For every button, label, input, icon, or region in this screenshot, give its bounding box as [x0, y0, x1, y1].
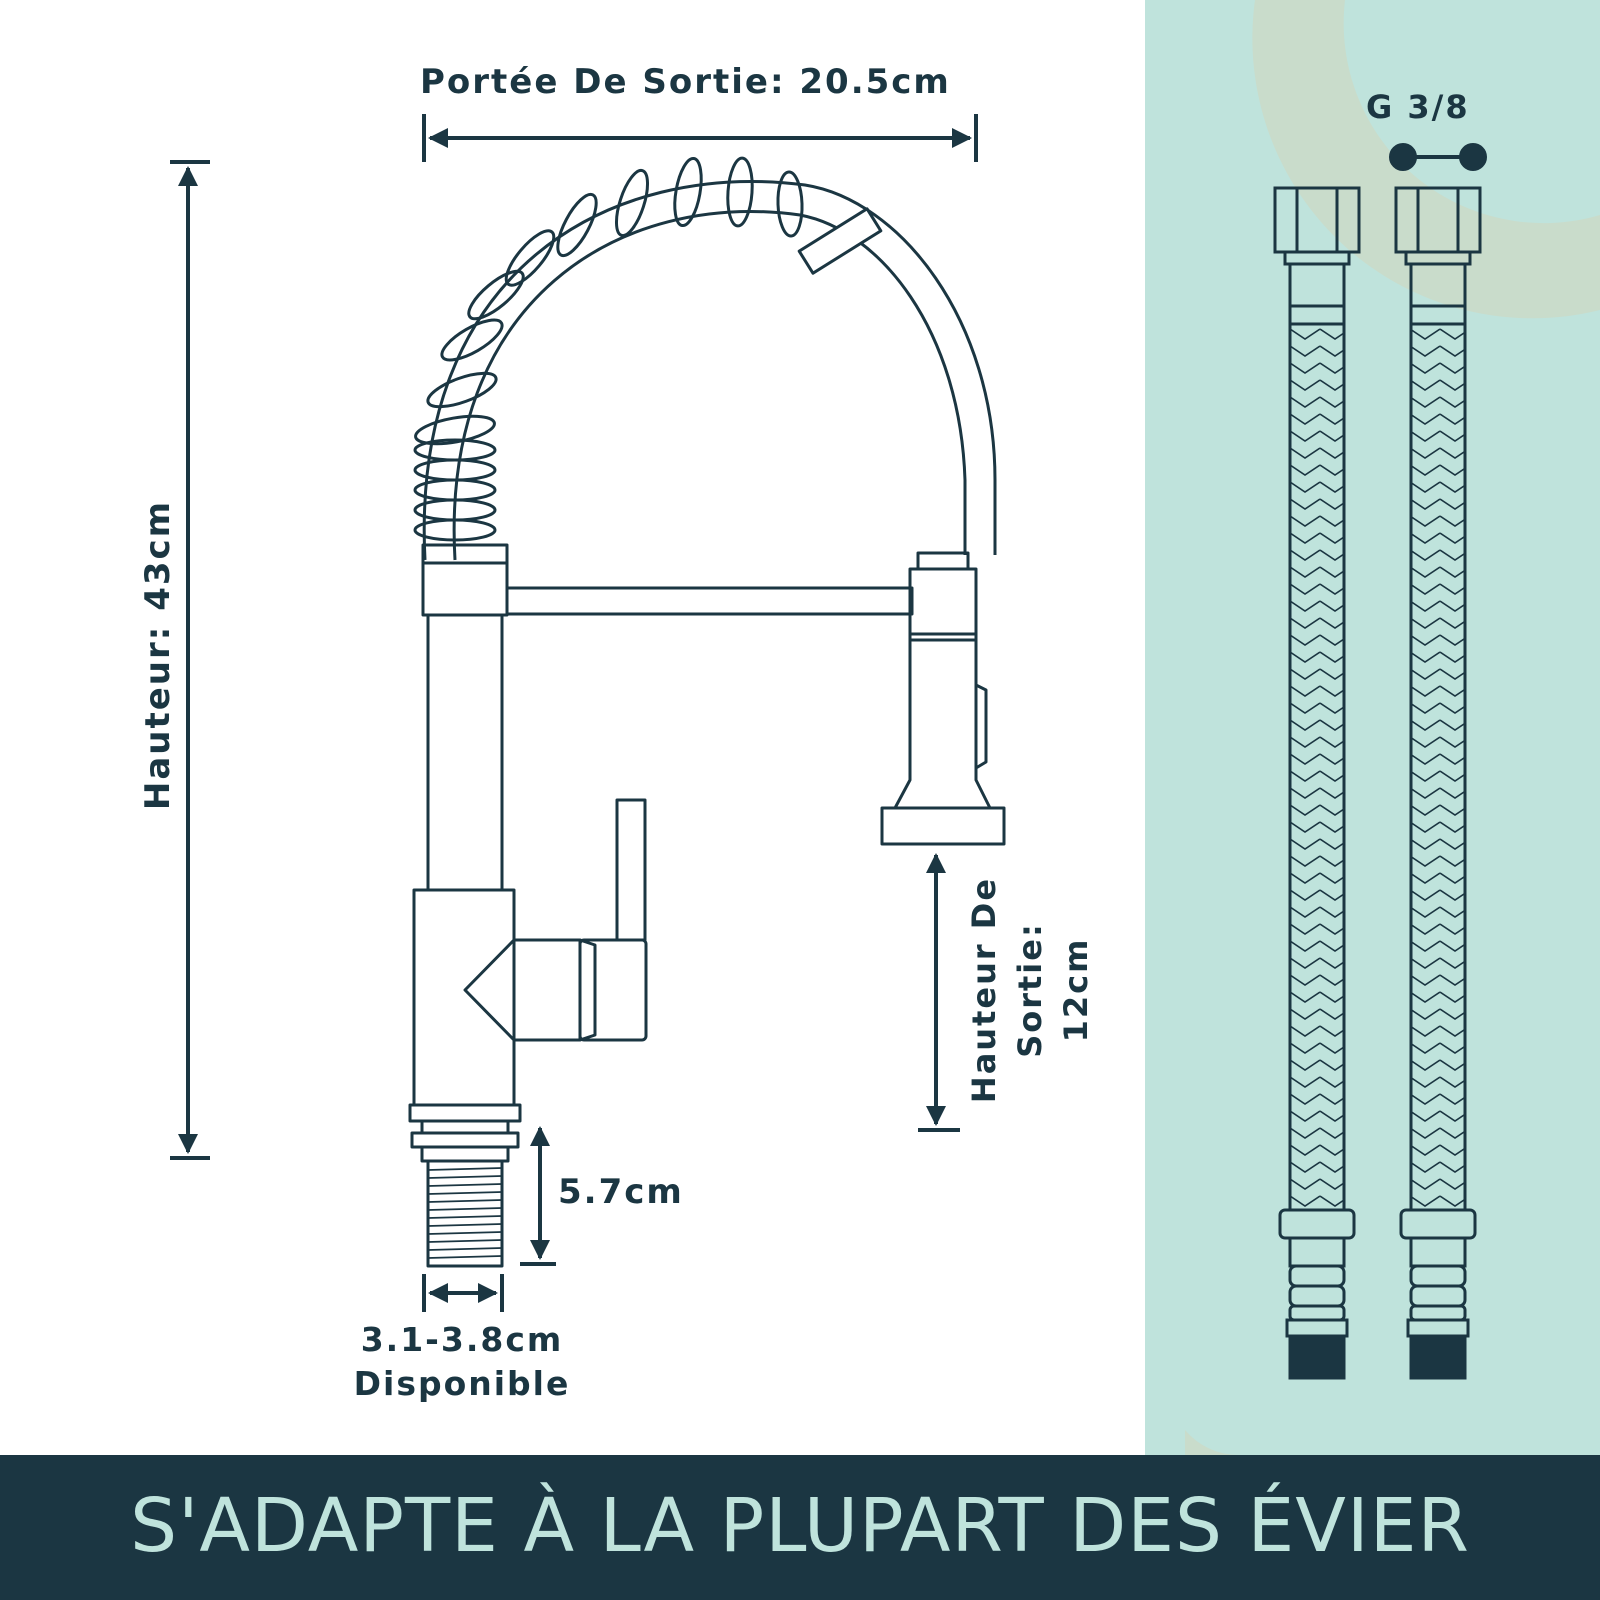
- shank-length-dimension-arrow: [520, 1126, 556, 1266]
- spout-height-dimension-arrow: [918, 853, 960, 1132]
- banner-headline: S'ADAPTE À LA PLUPART DES ÉVIER: [130, 1483, 1470, 1569]
- supply-hose-left: [1273, 186, 1361, 1380]
- hose-thread-label: G 3/8: [1366, 88, 1470, 126]
- thread-size-indicator: [1389, 143, 1487, 171]
- reach-label: Portée De Sortie: 20.5cm: [420, 62, 951, 102]
- spout-height-line-3: 12cm: [1057, 937, 1095, 1043]
- height-dimension-arrow: [170, 160, 210, 1160]
- hole-width-dimension-arrow: [422, 1274, 504, 1312]
- bottom-banner: S'ADAPTE À LA PLUPART DES ÉVIER: [0, 1455, 1600, 1600]
- spout-height-line-1: Hauteur De: [965, 876, 1003, 1104]
- hose-panel-background: [1145, 0, 1600, 1456]
- faucet-line-drawing: [408, 156, 1006, 1268]
- hole-size-label: 3.1-3.8cm Disponible: [354, 1318, 571, 1406]
- spout-height-label: Hauteur De Sortie: 12cm: [961, 877, 1099, 1103]
- reach-dimension-arrow: [422, 114, 978, 162]
- supply-hose-right: [1394, 186, 1482, 1380]
- spout-height-line-2: Sortie:: [1011, 922, 1049, 1058]
- hole-size-note: Disponible: [353, 1364, 571, 1403]
- shank-length-label: 5.7cm: [558, 1172, 684, 1212]
- height-label: Hauteur: 43cm: [138, 499, 178, 811]
- shank-threads: [427, 1167, 503, 1259]
- hole-size-value: 3.1-3.8cm: [360, 1320, 564, 1359]
